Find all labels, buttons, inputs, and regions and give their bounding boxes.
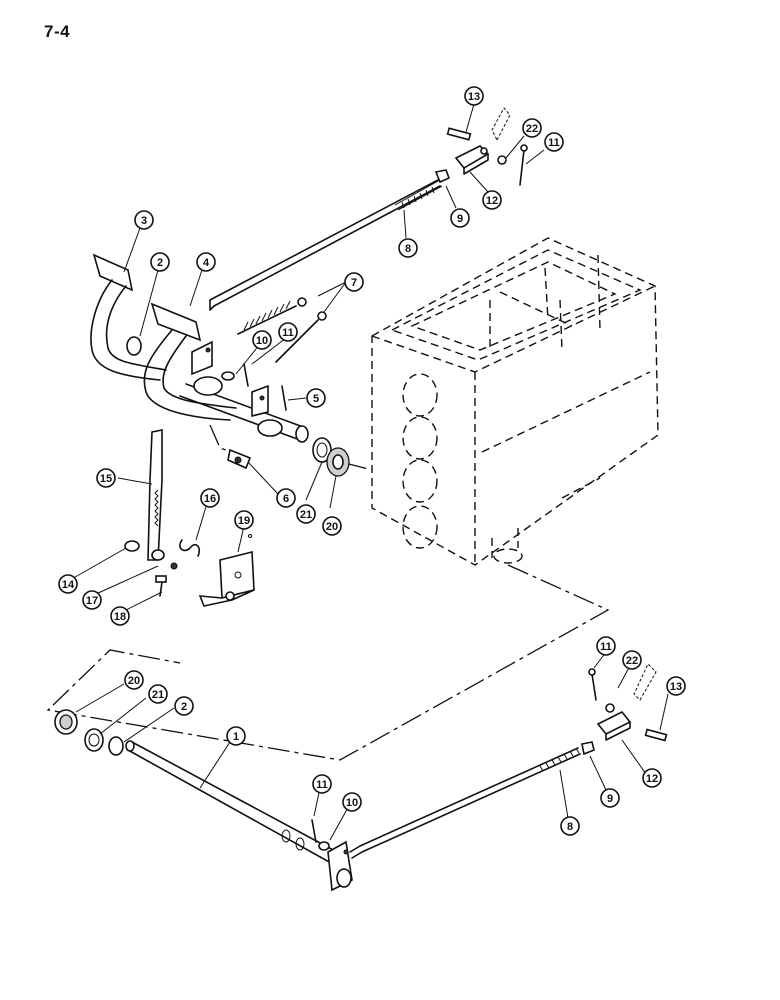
svg-text:14: 14: [62, 579, 75, 591]
callout-11: 11: [544, 132, 564, 152]
callout-22: 22: [622, 650, 642, 670]
svg-text:11: 11: [600, 641, 612, 653]
callout-16: 16: [200, 488, 220, 508]
pedal-small-parts: [221, 363, 350, 477]
callout-13: 13: [666, 676, 686, 696]
svg-text:13: 13: [670, 681, 682, 693]
svg-text:16: 16: [204, 493, 216, 505]
callout-20: 20: [322, 516, 342, 536]
svg-text:9: 9: [607, 793, 613, 805]
svg-text:3: 3: [141, 215, 147, 227]
callout-22: 22: [522, 118, 542, 138]
svg-text:12: 12: [646, 773, 658, 785]
callout-21: 21: [296, 504, 316, 524]
upper-rod-assembly: [209, 107, 528, 311]
svg-text:20: 20: [326, 521, 338, 533]
parking-latch: [124, 429, 201, 597]
callout-10: 10: [342, 792, 362, 812]
svg-text:2: 2: [157, 257, 163, 269]
svg-text:6: 6: [283, 493, 289, 505]
callout-8: 8: [560, 816, 580, 836]
callout-2: 2: [150, 252, 170, 272]
callout-19: 19: [234, 510, 254, 530]
svg-text:17: 17: [86, 595, 98, 607]
svg-text:13: 13: [468, 91, 480, 103]
return-springs: [237, 297, 327, 363]
callouts: 13 22 11 12 9 8 3 2 4 7 11 10 5 15 16 19…: [58, 86, 686, 836]
svg-text:10: 10: [256, 335, 268, 347]
callout-14: 14: [58, 574, 78, 594]
svg-text:22: 22: [526, 123, 538, 135]
svg-text:8: 8: [567, 821, 573, 833]
lower-shaft-assembly: [54, 663, 668, 892]
svg-text:21: 21: [152, 689, 164, 701]
pedal-assembly: [90, 253, 309, 443]
callout-11: 11: [278, 322, 298, 342]
svg-text:7: 7: [351, 277, 357, 289]
callout-6: 6: [276, 488, 296, 508]
reference-lines: [46, 424, 610, 761]
callout-2: 2: [174, 696, 194, 716]
svg-text:4: 4: [203, 257, 210, 269]
latch-bracket: [198, 534, 255, 607]
svg-text:11: 11: [548, 137, 560, 149]
callout-9: 9: [450, 208, 470, 228]
svg-text:22: 22: [626, 655, 638, 667]
svg-text:20: 20: [128, 675, 140, 687]
callout-1: 1: [226, 726, 246, 746]
callout-18: 18: [110, 606, 130, 626]
svg-text:19: 19: [238, 515, 250, 527]
svg-text:12: 12: [486, 195, 498, 207]
callout-11: 11: [596, 636, 616, 656]
svg-text:9: 9: [457, 213, 463, 225]
svg-text:11: 11: [316, 779, 328, 791]
callout-12: 12: [642, 768, 662, 788]
callout-7: 7: [344, 272, 364, 292]
callout-8: 8: [398, 238, 418, 258]
callout-3: 3: [134, 210, 154, 230]
callout-9: 9: [600, 788, 620, 808]
svg-text:21: 21: [300, 509, 312, 521]
callout-5: 5: [306, 388, 326, 408]
svg-text:5: 5: [313, 393, 319, 405]
svg-text:1: 1: [233, 731, 239, 743]
callout-12: 12: [482, 190, 502, 210]
callout-10: 10: [252, 330, 272, 350]
svg-text:11: 11: [282, 327, 294, 339]
svg-text:15: 15: [100, 473, 112, 485]
callout-20: 20: [124, 670, 144, 690]
page-number: 7-4: [44, 22, 71, 41]
svg-text:2: 2: [181, 701, 187, 713]
callout-4: 4: [196, 252, 216, 272]
svg-text:8: 8: [405, 243, 411, 255]
callout-11: 11: [312, 774, 332, 794]
svg-text:10: 10: [346, 797, 358, 809]
callout-17: 17: [82, 590, 102, 610]
svg-text:18: 18: [114, 611, 126, 623]
transmission-housing: [371, 237, 659, 566]
callout-21: 21: [148, 684, 168, 704]
callout-15: 15: [96, 468, 116, 488]
callout-13: 13: [464, 86, 484, 106]
